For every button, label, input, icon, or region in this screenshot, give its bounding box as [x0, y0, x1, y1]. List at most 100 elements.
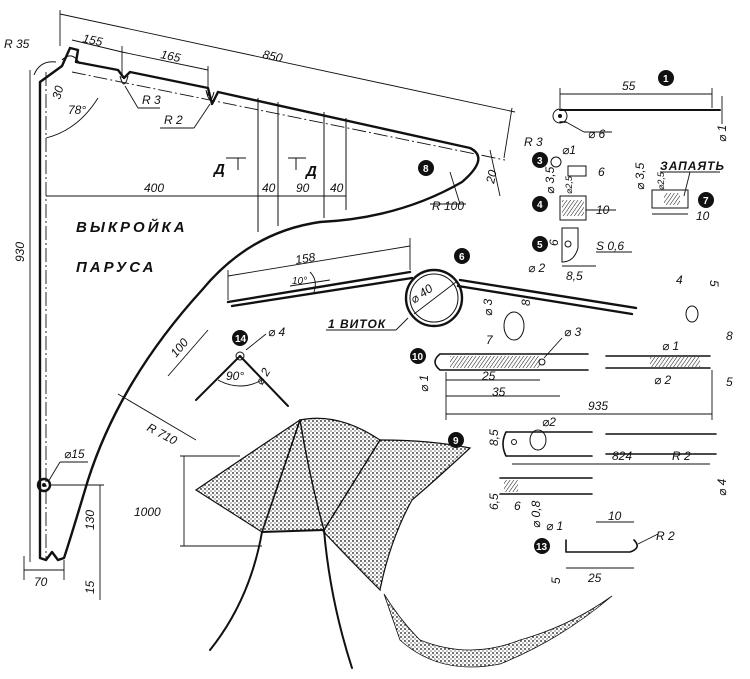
dim-r2: R 2: [164, 113, 183, 127]
dim-90: 90: [296, 181, 310, 195]
part13-dim-5: 5: [549, 577, 563, 584]
title-sail-pattern-line1: ВЫКРОЙКА: [76, 218, 188, 236]
part4-dim-phi25: ⌀2,5: [564, 175, 574, 194]
part10-dim-8: 8: [519, 299, 533, 306]
dim-40b: 40: [330, 181, 344, 195]
part10-dim-935: 935: [588, 399, 608, 413]
svg-text:5: 5: [537, 240, 543, 251]
svg-text:10: 10: [412, 352, 424, 363]
part10-dim-35: 35: [492, 385, 506, 399]
section-mark-d-left: Д: [212, 161, 228, 178]
part10-dim-phi2: ⌀ 2: [654, 373, 672, 387]
part10-dim-phi1: ⌀ 1: [417, 375, 431, 392]
sail-outline: [38, 46, 480, 562]
sail-pattern: 155 165 850 R 35 30 78° R 3 R 2 400 40 9…: [4, 10, 516, 600]
svg-text:8: 8: [423, 164, 429, 175]
svg-text:14: 14: [235, 334, 247, 345]
part10-dim-7: 7: [486, 333, 494, 347]
part1-dim-55: 55: [622, 79, 636, 93]
solder-label: ЗАПАЯТЬ: [660, 159, 725, 173]
angle-78: 78°: [68, 103, 86, 117]
part9-dim-6: 6: [514, 499, 521, 513]
part1-dim-phi1: ⌀ 1: [715, 125, 729, 142]
dim-r3: R 3: [142, 93, 161, 107]
part9-dim-85: 8,5: [487, 429, 501, 446]
part6-dim-phi3: ⌀ 3: [481, 298, 495, 316]
part13-dim-25: 25: [587, 571, 602, 585]
dim-r35: R 35: [4, 37, 30, 51]
part6-dim-158: 158: [294, 250, 316, 267]
part7-dim-10: 10: [696, 209, 710, 223]
sail-axis-top: [71, 71, 506, 161]
part5-dim-85: 8,5: [566, 269, 583, 283]
part-9: 9 ⌀2 8,5 824 R 2 ⌀ 4 6,5 6 ⌀ 0,8: [448, 415, 729, 528]
dim-r710: R 710: [145, 420, 180, 448]
dim-850: 850: [261, 47, 284, 65]
title-sail-pattern-line2: ПАРУСА: [76, 259, 157, 276]
part9-dim-65: 6,5: [487, 493, 501, 510]
part14-dim-phi4: ⌀ 4: [268, 325, 286, 339]
part1-dim-phi6: ⌀ 6: [588, 127, 606, 141]
dim-40a: 40: [262, 181, 276, 195]
part9-dim-phi08: ⌀ 0,8: [529, 500, 543, 528]
svg-text:7: 7: [703, 196, 709, 207]
part-1: 1 55 ⌀ 6 ⌀ 1: [552, 70, 729, 142]
part5-dim-s06: S 0,6: [596, 239, 624, 253]
part10-dim-phi1b: ⌀ 1: [662, 339, 679, 353]
part6-angle-10: 10°: [292, 276, 307, 287]
part14-dim-phi2: ⌀ 2: [252, 365, 273, 387]
part-13: 13 ⌀ 1 10 R 2 5 25: [534, 509, 675, 585]
part10-dim-5: 5: [707, 280, 721, 287]
dim-15: 15: [83, 580, 97, 594]
part13-dim-r2: R 2: [656, 529, 675, 543]
part10-dim-4: 4: [676, 273, 683, 287]
part14-angle-90: 90°: [226, 369, 244, 383]
part10-dim-5b: 5: [726, 375, 733, 389]
part9-dim-r2: R 2: [672, 449, 691, 463]
part4-dim-10: 10: [596, 203, 610, 217]
part9-dim-824: 824: [612, 449, 632, 463]
part3-dim-phi1: ⌀1: [562, 143, 576, 157]
dim-20: 20: [483, 168, 500, 185]
part6-dim-phi40: ⌀ 40: [408, 281, 436, 306]
part13-dim-phi1: ⌀ 1: [546, 519, 563, 533]
dim-r100: R 100: [432, 199, 464, 213]
part9-dim-phi2: ⌀2: [542, 415, 556, 429]
part5-dim-6: 6: [547, 239, 561, 246]
part7-dim-phi35: ⌀ 3,5: [633, 162, 647, 190]
part10-dim-phi3: ⌀ 3: [564, 325, 582, 339]
dim-165: 165: [159, 47, 182, 65]
part-5: 5 6 8,5 ⌀ 2 S 0,6: [528, 227, 632, 283]
svg-text:6: 6: [459, 252, 465, 263]
svg-text:4: 4: [537, 200, 543, 211]
part3-dim-r3: R 3: [524, 135, 543, 149]
coil-label: 1 ВИТОК: [328, 317, 387, 331]
dim-130: 130: [83, 510, 97, 530]
sketch-dim-1000: 1000: [134, 505, 161, 519]
part-4: 4 10 ⌀ 3,5 ⌀2,5: [532, 166, 616, 221]
part5-dim-phi2: ⌀ 2: [528, 261, 546, 275]
dim-phi15: ⌀15: [64, 447, 85, 461]
section-mark-d-right: Д: [304, 163, 320, 180]
dim-70: 70: [34, 575, 48, 589]
part7-dim-phi25: ⌀2,5: [656, 171, 666, 190]
part10-dim-25: 25: [481, 369, 496, 383]
part10-dim-8b: 8: [726, 329, 733, 343]
part9-dim-phi4: ⌀ 4: [715, 478, 729, 496]
dim-930: 930: [13, 242, 27, 262]
part-7: 7 ЗАПАЯТЬ 10 ⌀ 3,5 ⌀2,5: [633, 159, 725, 223]
sail-sketch: 1000: [134, 417, 613, 669]
part-14: 14 100 ⌀ 4 90° ⌀ 2: [168, 325, 289, 407]
part-8-badge: 8: [418, 160, 434, 176]
dim-30: 30: [49, 84, 66, 101]
part4-dim-phi35: ⌀ 3,5: [543, 166, 557, 194]
svg-text:3: 3: [537, 156, 543, 167]
part-6: 6 158 10° ⌀ 40 ⌀ 3 1 ВИТОК: [226, 238, 638, 331]
svg-text:9: 9: [453, 436, 459, 447]
svg-text:1: 1: [663, 74, 669, 85]
dim-155: 155: [81, 31, 104, 49]
part-10: 10 7 8 ⌀ 3 ⌀ 1 25 35 4 5 ⌀ 1 8 ⌀ 2 5 935: [410, 273, 733, 420]
svg-text:13: 13: [536, 542, 548, 553]
part-3: 3 R 3 ⌀1 6: [524, 135, 605, 179]
part4-dim-6: 6: [598, 165, 605, 179]
